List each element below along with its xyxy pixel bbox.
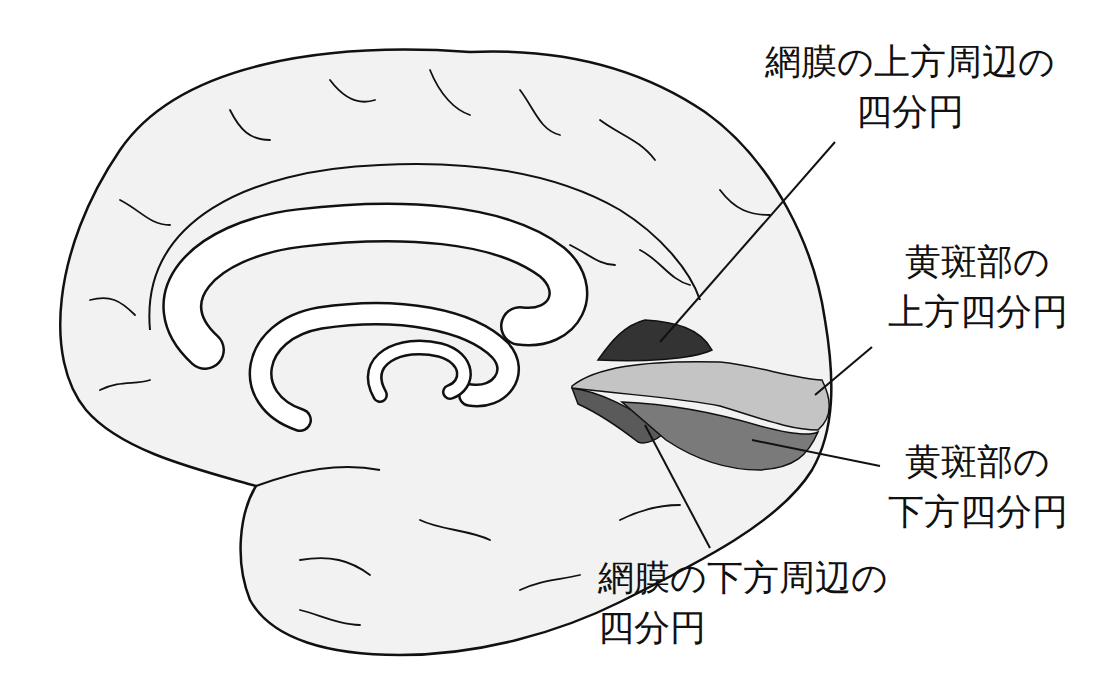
- region-label: 黄斑部の 下方四分円: [870, 437, 1085, 537]
- region-label: 網膜の上方周辺の 四分円: [745, 37, 1075, 137]
- leader-lines: [645, 142, 880, 548]
- corpus-callosum: [182, 222, 568, 350]
- sulci: [90, 70, 770, 625]
- temporal-notch: [256, 467, 380, 486]
- fornix-outline: [261, 314, 508, 420]
- thalamus-outline: [375, 347, 464, 395]
- corpus-callosum-outline: [182, 222, 568, 350]
- region-label: 黄斑部の 上方四分円: [870, 237, 1085, 337]
- region-label: 網膜の下方周辺の 四分円: [598, 553, 928, 653]
- thalamus: [375, 347, 464, 395]
- fornix: [261, 314, 508, 420]
- upper-peripheral-region: [598, 320, 712, 361]
